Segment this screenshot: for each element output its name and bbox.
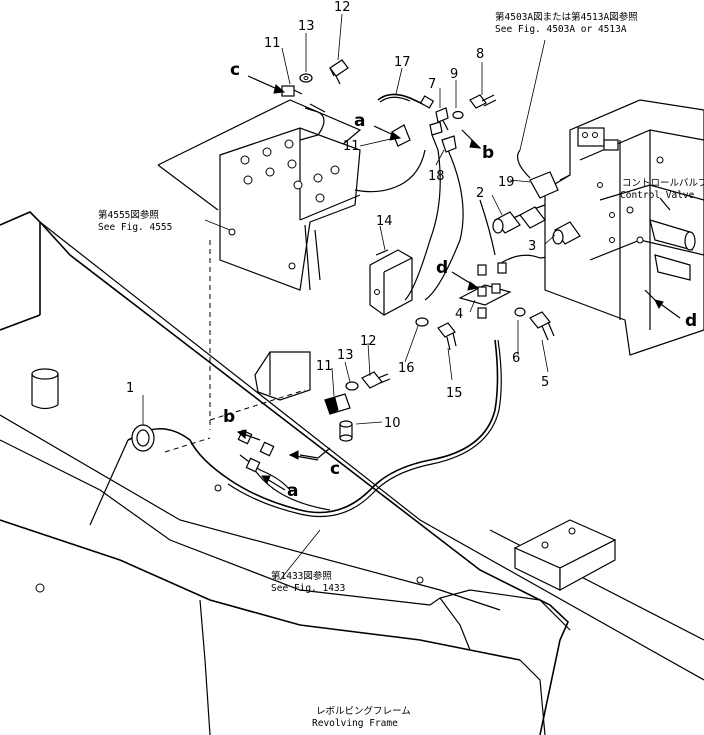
- callout-5: 5: [541, 375, 549, 390]
- part-13-washer-upper: [299, 73, 313, 83]
- controller-bracket: [219, 127, 361, 291]
- callout-14: 14: [376, 214, 393, 229]
- part-18-connector: [441, 135, 457, 153]
- ref-4503-en: See Fig. 4503A or 4513A: [495, 24, 627, 35]
- callout-12-upper: 12: [334, 0, 351, 15]
- callout-numbers: 1 2 3 4 5 6 7 8 9 10 11 11 11 12 12 13 1…: [126, 0, 549, 431]
- marker-d-right: d: [685, 311, 697, 331]
- revolving-frame: [0, 211, 571, 735]
- ref-1433-en: See Fig. 1433: [271, 583, 345, 594]
- frame-post: [31, 368, 59, 410]
- callout-6: 6: [512, 351, 520, 366]
- callout-19: 19: [498, 175, 515, 190]
- control-valve: [544, 99, 704, 356]
- marker-d-left: d: [436, 258, 448, 278]
- sub-bracket: [254, 351, 311, 401]
- ref-4555-en: See Fig. 4555: [98, 222, 172, 233]
- callout-15: 15: [446, 386, 463, 401]
- callout-11-mid: 11: [343, 139, 360, 154]
- part-10-grommet: [339, 420, 353, 442]
- part-2-pressure-switch: [492, 206, 546, 234]
- part-14-box: [369, 249, 413, 316]
- part-11-clip-mid: [391, 124, 411, 147]
- frame-edge-line: [39, 221, 704, 681]
- callout-16: 16: [398, 361, 415, 376]
- part-12-bolt-upper: [329, 59, 349, 85]
- marker-c-upper: c: [230, 60, 240, 80]
- revolving-frame-en: Revolving Frame: [312, 718, 398, 729]
- part-8-bolt: [469, 94, 497, 109]
- part-15-bolt: [437, 322, 457, 351]
- letter-markers: a a b b c c d d: [223, 60, 697, 501]
- control-valve-jp: コントロールバルブ: [622, 177, 704, 189]
- marker-c-lower: c: [330, 459, 340, 479]
- direction-arrows: [236, 75, 681, 491]
- reference-notes: 第4503A図または第4513A図参照 See Fig. 4503A or 45…: [98, 11, 704, 729]
- floor-plate-edge: [157, 164, 219, 211]
- marker-a-lower: a: [287, 481, 298, 501]
- callout-10: 10: [384, 416, 401, 431]
- leader-lines: [142, 13, 556, 581]
- callout-9: 9: [450, 67, 458, 82]
- callout-17: 17: [394, 55, 411, 70]
- ref-1433-jp: 第1433図参照: [271, 570, 332, 582]
- part-5-bolt: [529, 311, 555, 341]
- part-13-washer-lower: [345, 381, 359, 391]
- callout-1: 1: [126, 381, 134, 396]
- part-16-washer: [415, 317, 429, 327]
- lower-connectors: [237, 429, 331, 473]
- part-4-terminal: [458, 262, 512, 319]
- part-17-cable: [419, 95, 435, 109]
- ref-4555-jp: 第4555図参照: [98, 209, 159, 221]
- callout-11-lower: 11: [316, 359, 333, 374]
- part-1-grommet: [131, 424, 155, 452]
- callout-12-lower: 12: [360, 334, 377, 349]
- callout-3: 3: [528, 239, 536, 254]
- floor-plate: [157, 99, 362, 166]
- marker-a-upper: a: [354, 111, 365, 131]
- part-11-clip-upper: [281, 85, 303, 97]
- part-19-fitting: [517, 149, 559, 199]
- control-valve-en: Control Valve: [620, 190, 695, 201]
- callout-13-lower: 13: [337, 348, 354, 363]
- revolving-frame-jp: レボルビングフレーム: [316, 705, 411, 717]
- marker-b-lower: b: [223, 407, 235, 427]
- callout-18: 18: [428, 169, 445, 184]
- callout-4: 4: [455, 307, 463, 322]
- callout-11-upper: 11: [264, 36, 281, 51]
- part-6-washer: [514, 307, 526, 317]
- ref-4503-jp: 第4503A図または第4513A図参照: [495, 11, 638, 23]
- part-12-bolt-lower: [361, 371, 391, 389]
- hidden-lines: [164, 240, 306, 453]
- callout-8: 8: [476, 47, 484, 62]
- mounting-block: [513, 519, 617, 592]
- marker-b-upper: b: [482, 143, 494, 163]
- callout-7: 7: [428, 77, 436, 92]
- callout-2: 2: [476, 186, 484, 201]
- callout-13-upper: 13: [298, 19, 315, 34]
- part-11-clip-lower: [324, 393, 351, 415]
- part-7-connector: [429, 107, 449, 136]
- part-9-washer: [452, 110, 464, 120]
